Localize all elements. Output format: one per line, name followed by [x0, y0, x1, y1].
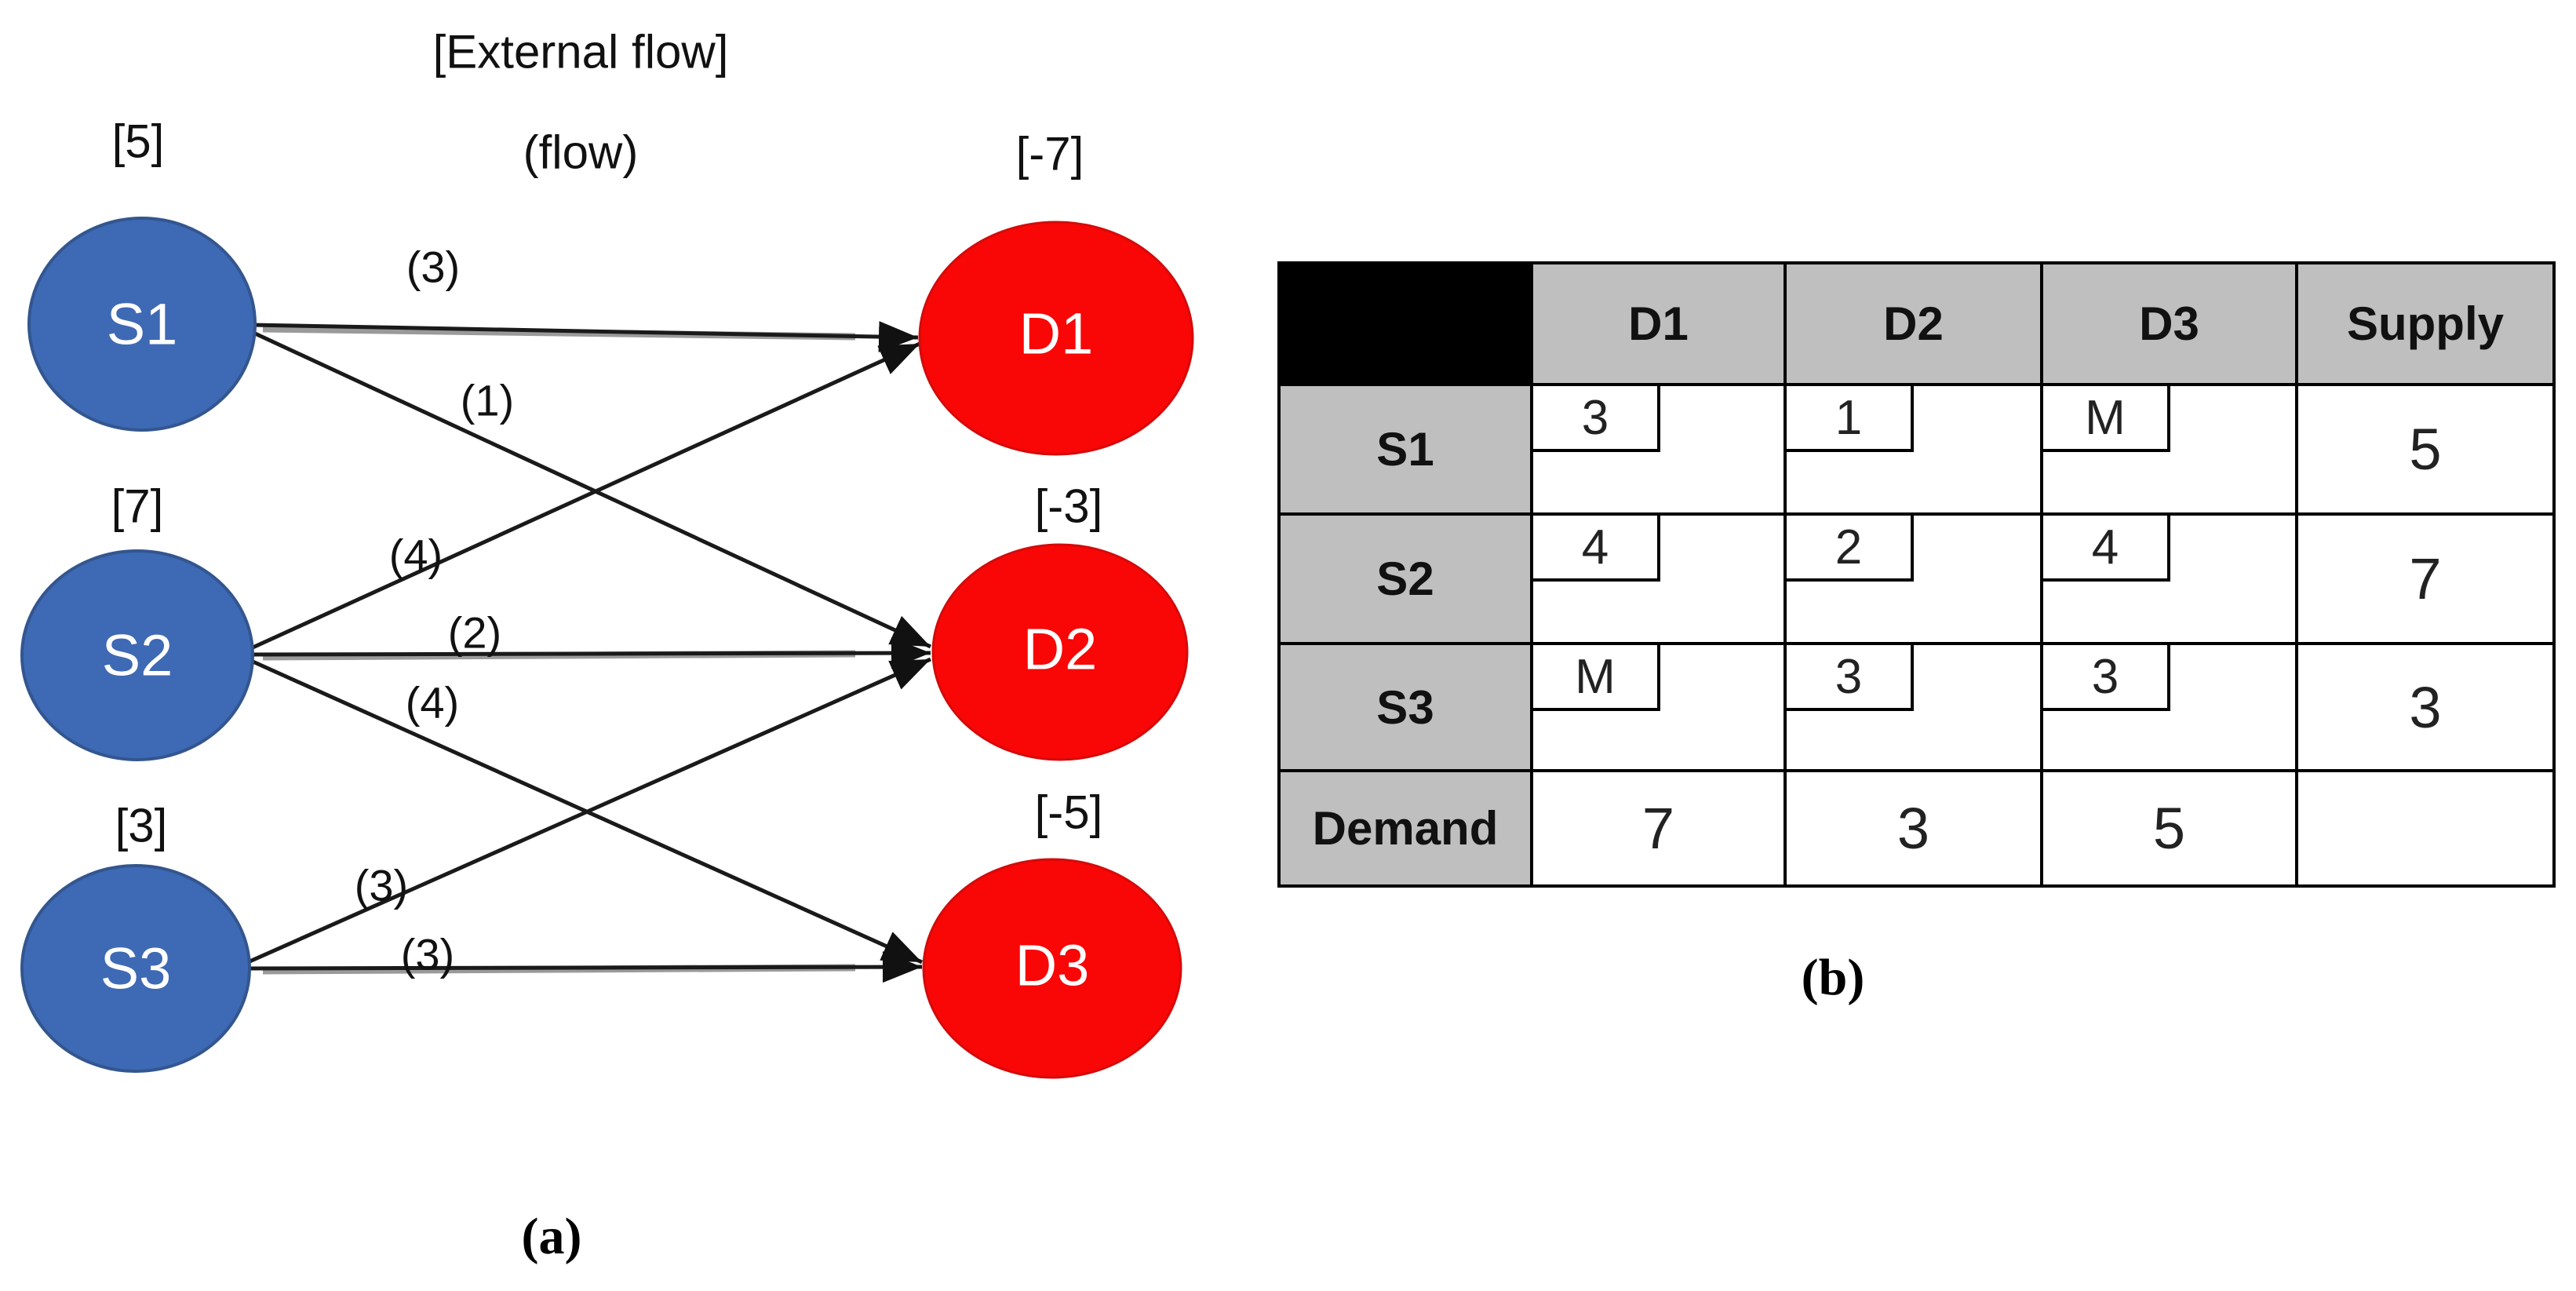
table-header-d1: D1 — [1530, 261, 1787, 386]
source-node-s2 — [20, 549, 254, 761]
cost-box: 2 — [1788, 517, 1914, 582]
edge-line-s3-d3 — [247, 951, 923, 983]
demand-cell-d1: 7 — [1530, 769, 1787, 888]
destination-node-d1 — [918, 221, 1194, 456]
cost-cell-s3-d1: M — [1530, 642, 1787, 772]
table-corner-cell — [1277, 261, 1533, 386]
node-label-d3: D3 — [1015, 933, 1090, 998]
edge-flow-label-s2-d2: (2) — [448, 608, 501, 658]
table-row-demand: Demand 7 3 5 — [1277, 769, 2556, 888]
cost-cell-s3-d2: 3 — [1784, 642, 2043, 772]
table-header-row: D1 D2 D3 Supply — [1277, 261, 2556, 386]
row-header-s2: S2 — [1277, 512, 1533, 645]
external-flow-label-s2: [7] — [111, 480, 164, 533]
external-flow-label-s1: [5] — [112, 115, 165, 168]
cost-box: M — [2045, 388, 2170, 452]
cost-box: 1 — [1788, 388, 1914, 452]
cost-cell-s2-d2: 2 — [1784, 512, 2043, 645]
row-header-s3: S3 — [1277, 642, 1533, 772]
edge-line-s2-d1 — [250, 341, 921, 651]
table-row-s2: S2 4 2 4 7 — [1277, 512, 2556, 645]
cost-cell-s1-d1: 3 — [1530, 383, 1787, 516]
table-header-supply: Supply — [2295, 261, 2556, 386]
table-header-d3: D3 — [2040, 261, 2298, 386]
transportation-table: D1 D2 D3 Supply S1 3 1 M 5 S2 4 2 4 7 S3 — [1277, 261, 2556, 888]
table-row-s3: S3 M 3 3 3 — [1277, 642, 2556, 772]
edge-flow-label-s3-d2: (3) — [355, 861, 408, 910]
edge-flow-label-s2-d3: (4) — [406, 678, 459, 728]
panel-a-network: S1 S2 S3 D1 D2 D3 [5] [7] [3] [-7] [-3] … — [0, 0, 1287, 1291]
supply-cell-s1: 5 — [2295, 383, 2556, 516]
table-row-s1: S1 3 1 M 5 — [1277, 383, 2556, 516]
cost-box: M — [1535, 647, 1660, 711]
cost-cell-s1-d3: M — [2040, 383, 2298, 516]
demand-cell-d3: 5 — [2040, 769, 2298, 888]
demand-cell-d2: 3 — [1784, 769, 2043, 888]
cost-box: 3 — [1535, 388, 1660, 452]
cost-box: 3 — [1788, 647, 1914, 711]
edge-line-s1-d1 — [250, 321, 919, 353]
external-flow-label-d3: [-5] — [1035, 786, 1103, 839]
edge-line-s1-d2 — [252, 330, 932, 649]
cost-box: 3 — [2045, 647, 2170, 711]
external-flow-label-s3: [3] — [115, 800, 168, 852]
external-flow-label-d1: [-7] — [1016, 128, 1084, 181]
edge-flow-label-s1-d2: (1) — [461, 376, 514, 425]
edge-line-s2-d2 — [250, 637, 931, 669]
node-label-d1: D1 — [1019, 301, 1094, 367]
edge-flow-label-s3-d3: (3) — [401, 930, 454, 979]
supply-cell-s2: 7 — [2295, 512, 2556, 645]
external-flow-label-d2: [-3] — [1035, 480, 1103, 533]
panel-a-caption: (a) — [521, 1208, 582, 1265]
network-diagram: S1 S2 S3 D1 D2 D3 [5] [7] [3] [-7] [-3] … — [20, 26, 1194, 1079]
cost-cell-s2-d3: 4 — [2040, 512, 2298, 645]
cost-box: 4 — [2045, 517, 2170, 582]
destination-node-d3 — [922, 858, 1182, 1079]
table-header-d2: D2 — [1784, 261, 2043, 386]
legend-flow: (flow) — [523, 126, 639, 179]
source-node-s1 — [27, 217, 257, 432]
edge-flow-label-s1-d1: (3) — [406, 243, 460, 292]
cost-box: 4 — [1535, 517, 1660, 582]
cost-cell-s3-d3: 3 — [2040, 642, 2298, 772]
edge-line-s3-d2 — [246, 657, 932, 965]
edge-flow-label-s2-d1: (4) — [389, 531, 443, 580]
node-label-s1: S1 — [107, 292, 178, 357]
panel-b-caption: (b) — [1801, 949, 1865, 1006]
node-label-s2: S2 — [102, 623, 173, 688]
node-label-s3: S3 — [100, 936, 172, 1001]
node-label-d2: D2 — [1023, 617, 1098, 682]
supply-cell-s3: 3 — [2295, 642, 2556, 772]
cost-cell-s1-d2: 1 — [1784, 383, 2043, 516]
destination-node-d2 — [931, 543, 1189, 761]
demand-supply-empty-cell — [2295, 769, 2556, 888]
source-node-s3 — [20, 864, 251, 1073]
legend-external-flow: [External flow] — [433, 26, 729, 78]
row-header-s1: S1 — [1277, 383, 1533, 516]
cost-cell-s2-d1: 4 — [1530, 512, 1787, 645]
row-header-demand: Demand — [1277, 769, 1533, 888]
